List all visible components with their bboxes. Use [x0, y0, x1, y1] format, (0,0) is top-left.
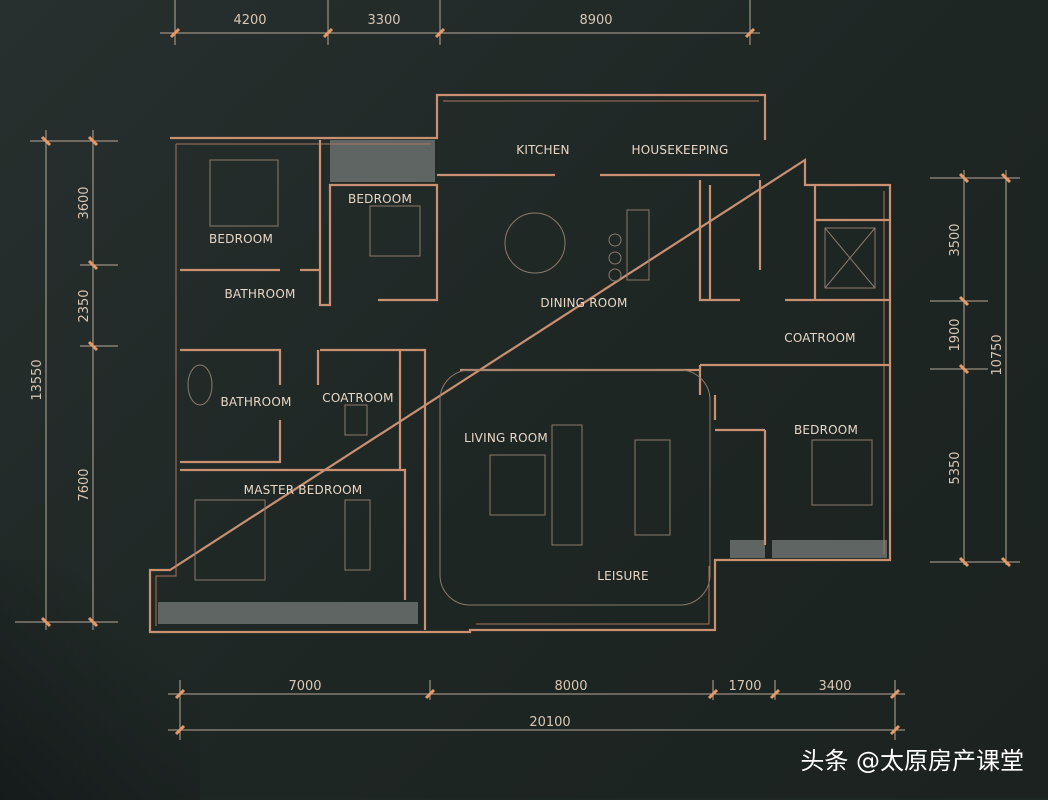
- dim-right-1: 3500: [948, 223, 963, 256]
- dim-left-total: 13550: [30, 359, 45, 400]
- label-bedroom-north: BEDROOM: [348, 192, 412, 206]
- label-coatroom-east: COATROOM: [784, 331, 855, 345]
- label-bedroom-northwest: BEDROOM: [209, 232, 273, 246]
- dimension-right: 3500 1900 5350 10750: [930, 170, 1020, 568]
- outer-wall: [148, 93, 892, 634]
- dimension-top: 4200 3300 8900: [160, 0, 760, 45]
- label-master-bedroom: MASTER BEDROOM: [244, 483, 363, 497]
- label-leisure: LEISURE: [597, 569, 649, 583]
- label-bedroom-east: BEDROOM: [794, 423, 858, 437]
- dim-bottom-total: 20100: [529, 715, 570, 730]
- label-coatroom-west: COATROOM: [322, 391, 393, 405]
- dim-right-2: 1900: [948, 318, 963, 351]
- windows: [158, 140, 887, 624]
- dim-bottom-3: 1700: [728, 679, 761, 694]
- dim-right-3: 5350: [948, 451, 963, 484]
- label-bathroom-2: BATHROOM: [220, 395, 291, 409]
- watermark: 头条 @太原房产课堂: [800, 747, 1024, 775]
- furniture: [187, 159, 876, 606]
- label-living-room: LIVING ROOM: [464, 431, 548, 445]
- room-labels: KITCHEN HOUSEKEEPING BEDROOM BEDROOM DIN…: [209, 143, 858, 583]
- dimension-left: 3600 2350 7600 13550: [15, 130, 118, 630]
- dim-right-total: 10750: [990, 334, 1005, 375]
- dim-top-2: 3300: [367, 13, 400, 28]
- dim-left-2: 2350: [77, 289, 92, 322]
- dim-left-3: 7600: [77, 468, 92, 501]
- label-dining-room: DINING ROOM: [540, 296, 627, 310]
- dim-top-1: 4200: [233, 13, 266, 28]
- dim-left-1: 3600: [77, 186, 92, 219]
- dimension-bottom: 7000 8000 1700 3400 20100: [168, 679, 905, 740]
- label-housekeeping: HOUSEKEEPING: [632, 143, 729, 157]
- label-kitchen: KITCHEN: [516, 143, 569, 157]
- dim-top-3: 8900: [579, 13, 612, 28]
- corner-shade: [0, 560, 200, 800]
- dim-bottom-1: 7000: [288, 679, 321, 694]
- dim-bottom-2: 8000: [554, 679, 587, 694]
- label-bathroom-1: BATHROOM: [224, 287, 295, 301]
- dim-bottom-4: 3400: [818, 679, 851, 694]
